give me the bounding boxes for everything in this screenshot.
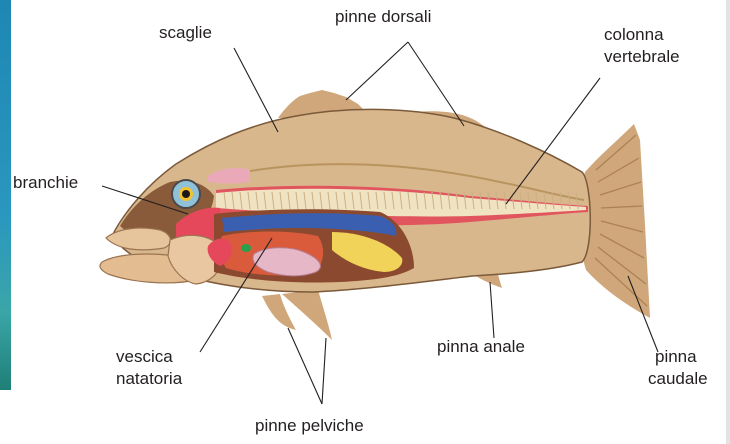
label-caudal-fin-line1: pinna: [655, 347, 697, 366]
label-spine-line2: vertebrale: [604, 47, 680, 66]
label-pelvic-fins: pinne pelviche: [255, 416, 364, 435]
label-scales: scaglie: [159, 23, 212, 42]
leader-pelvic-b: [322, 338, 326, 404]
leader-dorsal-a: [346, 42, 408, 100]
label-caudal-fin-line2: caudale: [648, 369, 708, 388]
label-dorsal-fins: pinne dorsali: [335, 7, 431, 26]
leader-pelvic-a: [288, 328, 322, 404]
leader-scales: [234, 48, 278, 132]
label-swim-bladder-line1: vescica: [116, 347, 173, 366]
leader-anal: [490, 282, 494, 338]
label-swim-bladder-line2: natatoria: [116, 369, 183, 388]
gallbladder: [241, 244, 251, 252]
label-spine-line1: colonna: [604, 25, 664, 44]
label-anal-fin: pinna anale: [437, 337, 525, 356]
fish-illustration: [100, 90, 650, 340]
label-gills: branchie: [13, 173, 78, 192]
eye-pupil: [182, 190, 190, 198]
